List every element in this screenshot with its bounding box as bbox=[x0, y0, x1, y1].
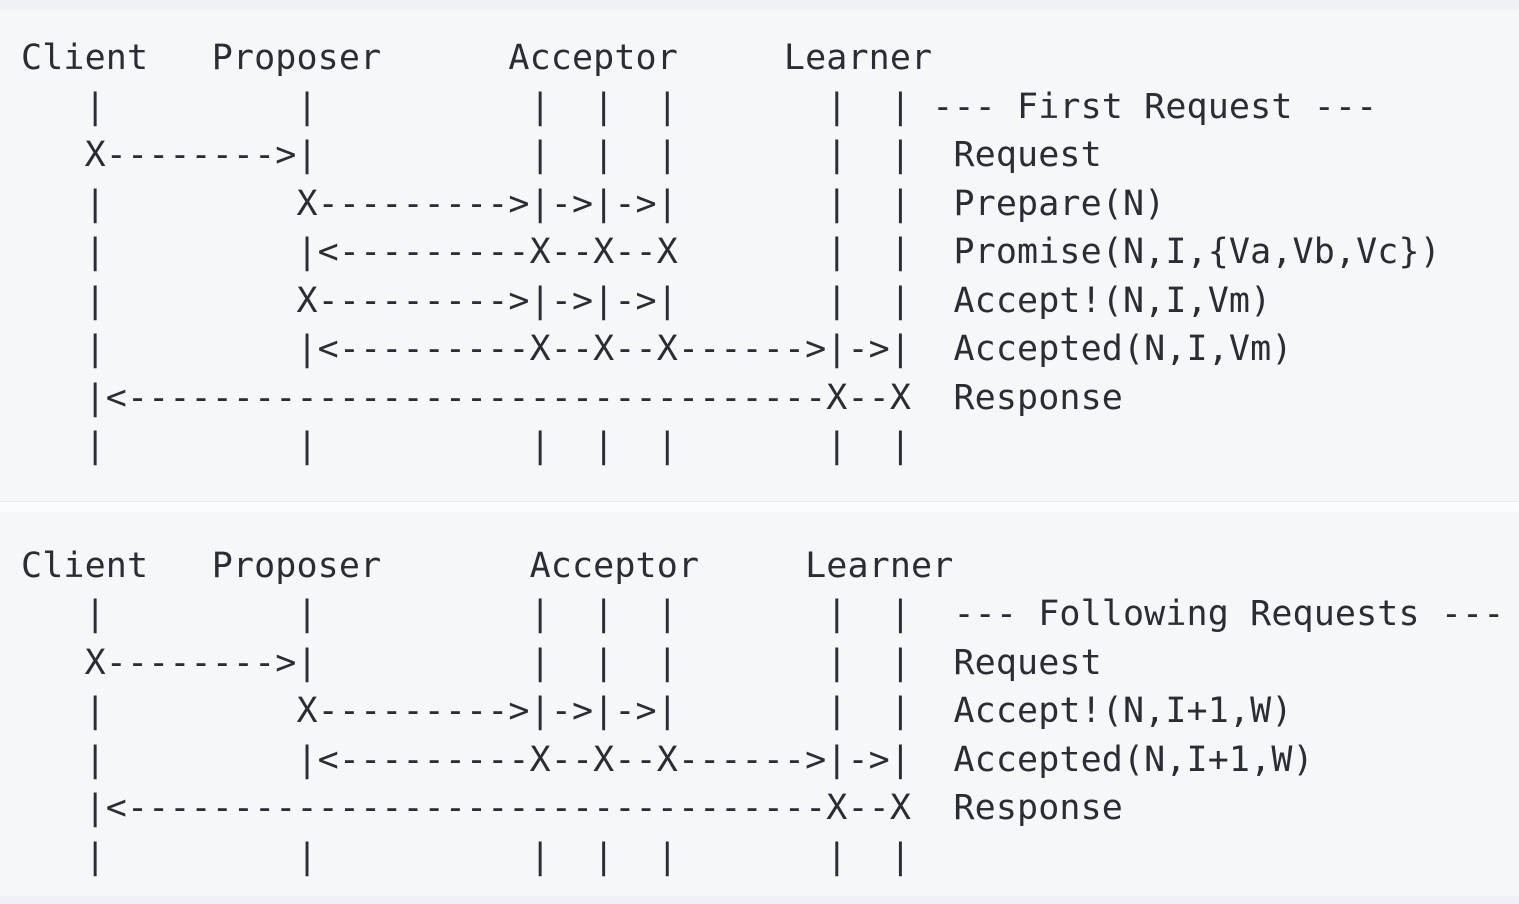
diagram-divider bbox=[0, 500, 1519, 512]
paxos-following-requests-sequence-diagram: Client Proposer Acceptor Learner | | | |… bbox=[0, 511, 1519, 896]
top-edge-band bbox=[0, 0, 1519, 10]
bottom-edge-band bbox=[0, 896, 1519, 904]
paxos-first-request-sequence-diagram: Client Proposer Acceptor Learner | | | |… bbox=[0, 10, 1519, 501]
